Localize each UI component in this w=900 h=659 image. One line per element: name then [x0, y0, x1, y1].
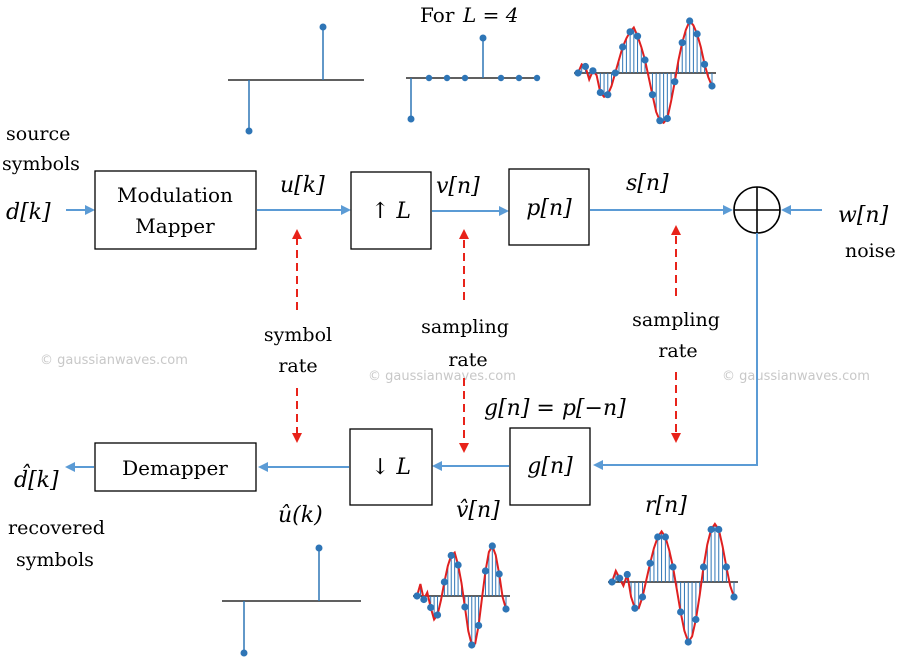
watermark: © gaussianwaves.com: [40, 353, 188, 368]
modulation-mapper-block: [94, 170, 257, 250]
upsampled-stem-plot: [406, 34, 541, 123]
u-signal-label: u[k]: [280, 173, 325, 198]
adder-symbol: [733, 186, 781, 234]
waveform-sample-dot: [468, 641, 476, 649]
sampling-rate-label-2: rate: [658, 340, 697, 362]
waveform-sample-dot: [502, 605, 510, 613]
shaped-waveform-plot: [574, 17, 716, 125]
waveform-sample-dot: [495, 570, 503, 578]
waveform-sample-dot: [693, 30, 701, 38]
waveform-sample-dot: [589, 67, 597, 75]
waveform-sample-dot: [433, 611, 442, 619]
vhat-signal-label: v̂[n]: [456, 498, 500, 523]
waveform-sample-dot: [623, 570, 631, 579]
waveform-sample-dot: [427, 603, 435, 612]
waveform-sample-dot: [641, 56, 649, 64]
waveform-sample-dot: [616, 574, 624, 582]
modulation-mapper-label: Mapper: [135, 214, 215, 238]
demapper-label: Demapper: [122, 456, 228, 480]
waveform-sample-dot: [722, 563, 730, 571]
waveform-sample-dot: [669, 563, 677, 571]
waveform-sample-dot: [638, 593, 647, 601]
waveform-sample-dot: [730, 593, 738, 601]
receive-path: [593, 233, 758, 470]
waveform-sample-dot: [663, 114, 671, 123]
watermark: © gaussianwaves.com: [368, 369, 516, 384]
waveform-sample-dot: [648, 91, 657, 99]
waveform-sample-dot: [633, 32, 642, 40]
waveform-curve: [611, 522, 735, 645]
received-waveform-plot: [608, 522, 738, 646]
input-symbol-label: d[k]: [6, 200, 51, 225]
upsampler-block: [350, 171, 432, 250]
uhat-signal-label: û(k): [278, 503, 323, 528]
waveform-sample-dot: [619, 43, 627, 51]
waveform-sample-dot: [413, 592, 421, 600]
waveform-sample-dot: [700, 60, 709, 68]
recovered-symbol-label: d̂[k]: [14, 464, 59, 493]
downsampler-block: [349, 428, 433, 506]
pulse-shaping-filter-label: p[n]: [526, 196, 572, 221]
v-signal-label: v[n]: [436, 174, 480, 199]
pulse-shaping-filter-block: [508, 168, 590, 246]
waveform-sample-dot: [654, 533, 662, 541]
matched-filter-equation: g[n] = p[−n]: [484, 396, 626, 421]
source-label: source: [6, 123, 70, 145]
matched-output-waveform-plot: [413, 542, 510, 649]
symbol-rate-label: rate: [278, 355, 317, 377]
recovered-stem-plot: [222, 544, 361, 657]
sampling-rate-label: rate: [448, 349, 487, 371]
waveform-sample-dot: [646, 559, 654, 567]
waveform-sample-dot: [684, 638, 692, 646]
modulation-mapper-label: Modulation: [117, 183, 233, 207]
symbol-rate-label: symbol: [264, 324, 332, 346]
noise-label: noise: [845, 240, 896, 262]
matched-filter-label: g[n]: [527, 454, 573, 479]
waveform-sample-dot: [626, 28, 634, 36]
waveform-sample-dot: [611, 69, 619, 77]
recovered-label: recovered: [8, 517, 105, 539]
waveform-sample-dot: [661, 533, 669, 541]
sampling-rate-label-2: sampling: [632, 309, 720, 331]
waveform-sample-dot: [686, 17, 694, 25]
demapper-block: [94, 442, 257, 492]
sampling-rate-label: sampling: [421, 316, 509, 338]
upsample-factor-label: L = 4: [462, 3, 518, 27]
waveform-sample-dot: [708, 82, 716, 90]
waveform-sample-dot: [440, 578, 448, 586]
waveform-sample-dot: [481, 567, 490, 575]
waveform-sample-dot: [677, 608, 685, 616]
waveform-sample-dot: [699, 563, 708, 571]
waveform-sample-dot: [447, 551, 455, 560]
r-signal-label: r[n]: [645, 493, 687, 518]
waveform-sample-dot: [488, 542, 496, 550]
waveform-sample-dot: [678, 39, 686, 47]
waveform-sample-dot: [608, 578, 616, 586]
for-label: For: [420, 3, 455, 27]
matched-filter-block: [509, 427, 591, 506]
waveform-sample-dot: [707, 525, 715, 534]
waveform-sample-dot: [692, 615, 700, 624]
waveform-sample-dot: [475, 621, 483, 630]
downsampler-label: ↓ L: [371, 455, 411, 480]
noise-signal-label: w[n]: [838, 203, 889, 228]
waveform-sample-dot: [461, 603, 469, 611]
waveform-sample-dot: [596, 88, 604, 97]
waveform-sample-dot: [715, 525, 723, 534]
waveform-sample-dot: [581, 62, 590, 71]
source-label: symbols: [2, 153, 80, 175]
s-signal-label: s[n]: [626, 171, 669, 196]
waveform-sample-dot: [574, 69, 582, 77]
waveform-sample-dot: [604, 91, 612, 99]
waveform-sample-dot: [420, 595, 428, 604]
waveform-sample-dot: [671, 78, 679, 86]
waveform-sample-dot: [631, 604, 639, 612]
recovered-label: symbols: [16, 549, 94, 571]
symbol-stem-plot: [228, 23, 364, 135]
watermark: © gaussianwaves.com: [722, 369, 870, 384]
upsampler-label: ↑ L: [371, 199, 411, 224]
waveform-sample-dot: [454, 561, 462, 569]
waveform-sample-dot: [656, 117, 664, 125]
